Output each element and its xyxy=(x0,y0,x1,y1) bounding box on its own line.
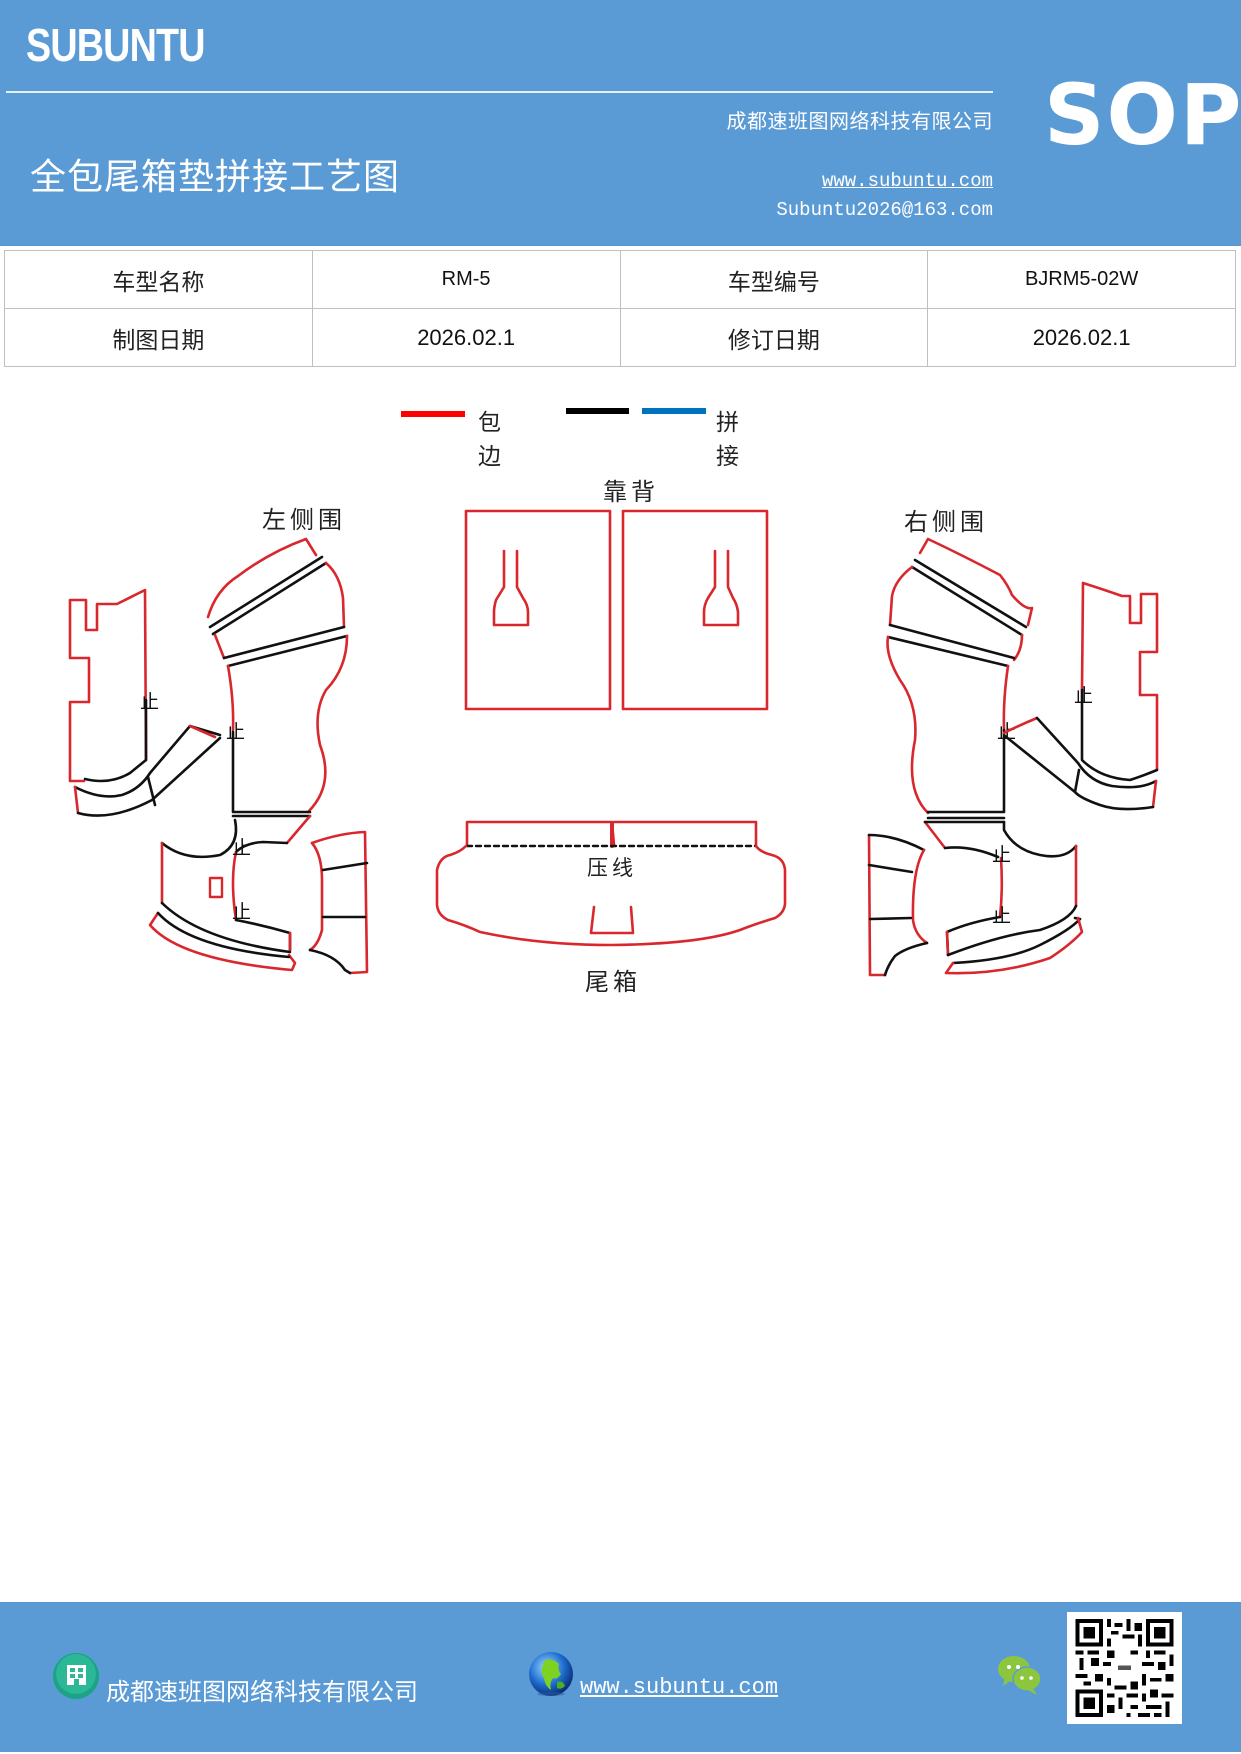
legend-swatch-blue xyxy=(642,408,706,414)
stop-marker: 止 xyxy=(226,721,245,743)
label-right-side: 右侧围 xyxy=(904,508,988,536)
wechat-qr-code xyxy=(1067,1612,1182,1724)
backrest-pieces xyxy=(464,509,769,711)
stop-marker: 止 xyxy=(992,844,1011,866)
label-trunk: 尾箱 xyxy=(585,968,641,996)
label-backrest: 靠背 xyxy=(603,478,659,506)
legend-label-edging: 包边 xyxy=(478,410,501,470)
label-press-line: 压线 xyxy=(587,856,637,880)
header-banner: SUBUNTU 成都速班图网络科技有限公司 全包尾箱垫拼接工艺图 www.sub… xyxy=(0,0,1241,246)
footer-banner: 成都速班图网络科技有限公司 www.subuntu.com xyxy=(0,1602,1241,1752)
right-side-pieces: 止 止 止 止 xyxy=(867,537,1159,977)
page-title: 全包尾箱垫拼接工艺图 xyxy=(30,157,401,198)
vehicle-info-table: 车型名称 RM-5 车型编号 BJRM5-02W 制图日期 2026.02.1 … xyxy=(4,250,1236,367)
model-name-label: 车型名称 xyxy=(4,250,313,309)
revision-date-value: 2026.02.1 xyxy=(927,308,1236,367)
header-email: Subuntu2026@163.com xyxy=(776,199,993,221)
header-website-link[interactable]: www.subuntu.com xyxy=(821,170,993,192)
building-icon xyxy=(53,1653,99,1699)
qr-code-pattern xyxy=(1075,1619,1174,1717)
stop-marker: 止 xyxy=(232,837,251,859)
revision-date-label: 修订日期 xyxy=(619,308,929,367)
drawing-date-label: 制图日期 xyxy=(4,308,313,367)
model-code-value: BJRM5-02W xyxy=(927,250,1236,309)
table-row: 制图日期 2026.02.1 修订日期 2026.02.1 xyxy=(4,308,1236,367)
trunk-pieces xyxy=(435,820,787,947)
left-side-pieces: 止 止 止 止 xyxy=(68,537,369,975)
footer-website-link[interactable]: www.subuntu.com xyxy=(580,1675,779,1700)
sop-badge: SOP xyxy=(1044,66,1241,164)
footer-company-name: 成都速班图网络科技有限公司 xyxy=(106,1678,418,1706)
legend-label-splice: 拼接 xyxy=(716,410,739,470)
stop-marker: 止 xyxy=(992,905,1011,927)
stop-marker: 止 xyxy=(140,691,159,713)
header-divider xyxy=(6,91,993,93)
stop-marker: 止 xyxy=(1074,685,1093,707)
stop-marker: 止 xyxy=(232,901,251,923)
label-left-side: 左侧围 xyxy=(262,506,346,534)
header-company-name: 成都速班图网络科技有限公司 xyxy=(726,109,993,133)
mat-pattern-diagram: 左侧围 靠背 右侧围 压线 尾箱 止 xyxy=(0,440,1241,1000)
table-row: 车型名称 RM-5 车型编号 BJRM5-02W xyxy=(4,250,1236,309)
drawing-date-value: 2026.02.1 xyxy=(311,308,621,367)
model-code-label: 车型编号 xyxy=(619,250,929,309)
model-name-value: RM-5 xyxy=(311,250,621,309)
globe-icon xyxy=(529,1652,573,1696)
brand-logo: SUBUNTU xyxy=(26,19,205,71)
wechat-icon xyxy=(998,1656,1042,1695)
pattern-outlines: 止 止 止 止 xyxy=(68,509,1159,977)
legend-swatch-red xyxy=(401,411,465,417)
legend-swatch-black xyxy=(566,408,629,414)
